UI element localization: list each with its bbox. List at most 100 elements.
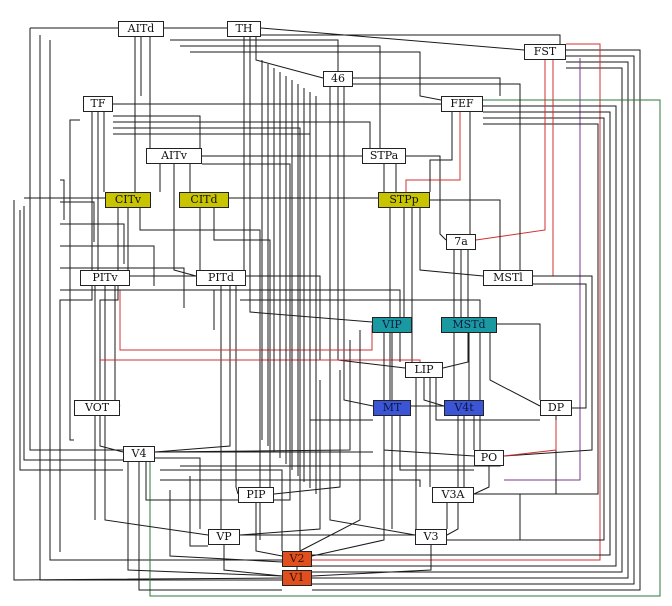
connection-line-23 bbox=[533, 283, 587, 409]
connection-line-9 bbox=[312, 49, 641, 591]
connection-line-80 bbox=[154, 284, 231, 453]
connection-line-108 bbox=[273, 370, 341, 495]
node-CITv: CITv bbox=[105, 192, 151, 208]
node-TH: TH bbox=[227, 21, 261, 37]
connection-line-118 bbox=[311, 543, 432, 577]
connection-line-42 bbox=[113, 115, 201, 148]
connection-line-16 bbox=[312, 105, 617, 567]
connection-line-13 bbox=[312, 43, 601, 561]
node-CITd: CITd bbox=[179, 192, 229, 208]
connection-line-46 bbox=[69, 119, 80, 441]
node-PIP: PIP bbox=[238, 487, 274, 503]
node-V4t: V4t bbox=[444, 400, 484, 416]
connection-line-1 bbox=[29, 28, 123, 451]
connection-line-32 bbox=[190, 51, 442, 101]
node-VIP: VIP bbox=[372, 317, 412, 333]
connection-line-91 bbox=[489, 331, 541, 407]
connection-line-114 bbox=[127, 460, 283, 577]
connection-line-66 bbox=[430, 199, 501, 270]
connection-line-76 bbox=[114, 284, 121, 407]
connection-line-106 bbox=[299, 330, 361, 552]
connection-line-99 bbox=[311, 414, 385, 557]
connection-line-20 bbox=[533, 56, 554, 277]
connection-line-4 bbox=[13, 200, 283, 581]
node-TF: TF bbox=[83, 96, 113, 112]
connection-line-123 bbox=[160, 469, 283, 551]
node-46: 46 bbox=[323, 71, 353, 87]
connection-line-44 bbox=[113, 127, 301, 560]
node-LIP: LIP bbox=[405, 362, 443, 378]
connection-line-69 bbox=[442, 248, 469, 369]
connection-line-84 bbox=[240, 299, 481, 317]
connection-line-143 bbox=[60, 289, 215, 330]
connection-line-22 bbox=[503, 275, 593, 457]
node-STPp: STPp bbox=[378, 192, 430, 208]
connection-line-11 bbox=[312, 61, 629, 579]
node-MT: MT bbox=[373, 400, 411, 416]
connection-line-8 bbox=[261, 34, 561, 44]
connection-line-43 bbox=[113, 121, 371, 148]
connection-line-81 bbox=[235, 284, 239, 495]
connection-line-30 bbox=[170, 39, 339, 71]
connection-line-36 bbox=[343, 85, 374, 407]
node-VOT: VOT bbox=[74, 400, 120, 416]
connection-line-40 bbox=[59, 110, 93, 552]
connection-line-110 bbox=[138, 460, 282, 591]
connection-line-125 bbox=[169, 490, 283, 563]
connection-line-37 bbox=[329, 85, 416, 536]
connection-line-113 bbox=[155, 457, 201, 529]
connection-line-140 bbox=[60, 223, 125, 264]
connection-line-33 bbox=[353, 77, 501, 96]
connection-line-7 bbox=[260, 27, 525, 51]
node-FST: FST bbox=[524, 44, 566, 60]
connection-line-111 bbox=[145, 460, 238, 501]
node-PITv: PITv bbox=[80, 270, 130, 286]
node-7a: 7a bbox=[446, 234, 476, 250]
connection-line-3 bbox=[49, 40, 282, 561]
node-V3A: V3A bbox=[432, 487, 474, 503]
connection-line-103 bbox=[446, 414, 459, 536]
connection-line-107 bbox=[154, 340, 351, 453]
connection-line-83 bbox=[130, 289, 401, 317]
connection-line-124 bbox=[160, 479, 421, 487]
connection-line-120 bbox=[447, 493, 521, 541]
node-V1: V1 bbox=[282, 570, 312, 586]
connection-line-96 bbox=[435, 376, 540, 421]
node-PITd: PITd bbox=[196, 270, 246, 286]
connection-line-85 bbox=[100, 359, 421, 362]
connection-line-142 bbox=[60, 267, 185, 308]
connection-line-59 bbox=[23, 206, 123, 461]
node-V2: V2 bbox=[282, 551, 312, 567]
connection-line-75 bbox=[104, 284, 209, 536]
node-FEF: FEF bbox=[441, 96, 483, 112]
connection-line-5 bbox=[19, 210, 123, 471]
connection-line-65 bbox=[419, 206, 484, 277]
connection-line-92 bbox=[497, 323, 541, 400]
node-V4: V4 bbox=[123, 446, 155, 462]
connection-line-98 bbox=[399, 414, 474, 471]
node-AITv: AITv bbox=[146, 148, 202, 164]
connection-line-88 bbox=[383, 331, 475, 457]
connection-line-93 bbox=[423, 376, 445, 407]
connection-line-105 bbox=[503, 420, 557, 457]
connection-line-141 bbox=[60, 245, 155, 286]
connection-line-78 bbox=[246, 275, 321, 360]
node-MSTl: MSTl bbox=[483, 270, 533, 286]
connection-line-116 bbox=[223, 543, 283, 577]
connection-line-73 bbox=[429, 110, 453, 192]
connection-line-28 bbox=[249, 35, 373, 323]
connection-line-53 bbox=[99, 206, 124, 453]
node-MSTd: MSTd bbox=[441, 317, 497, 333]
connection-line-15 bbox=[149, 99, 661, 597]
node-V3: V3 bbox=[415, 529, 447, 545]
connection-line-12 bbox=[312, 67, 623, 573]
node-AITd: AITd bbox=[118, 21, 164, 37]
connection-line-82 bbox=[119, 290, 373, 351]
connection-line-56 bbox=[213, 206, 271, 487]
node-VP: VP bbox=[208, 529, 240, 545]
connection-line-138 bbox=[60, 179, 65, 220]
connection-line-34 bbox=[353, 83, 521, 270]
node-PO: PO bbox=[474, 450, 504, 466]
